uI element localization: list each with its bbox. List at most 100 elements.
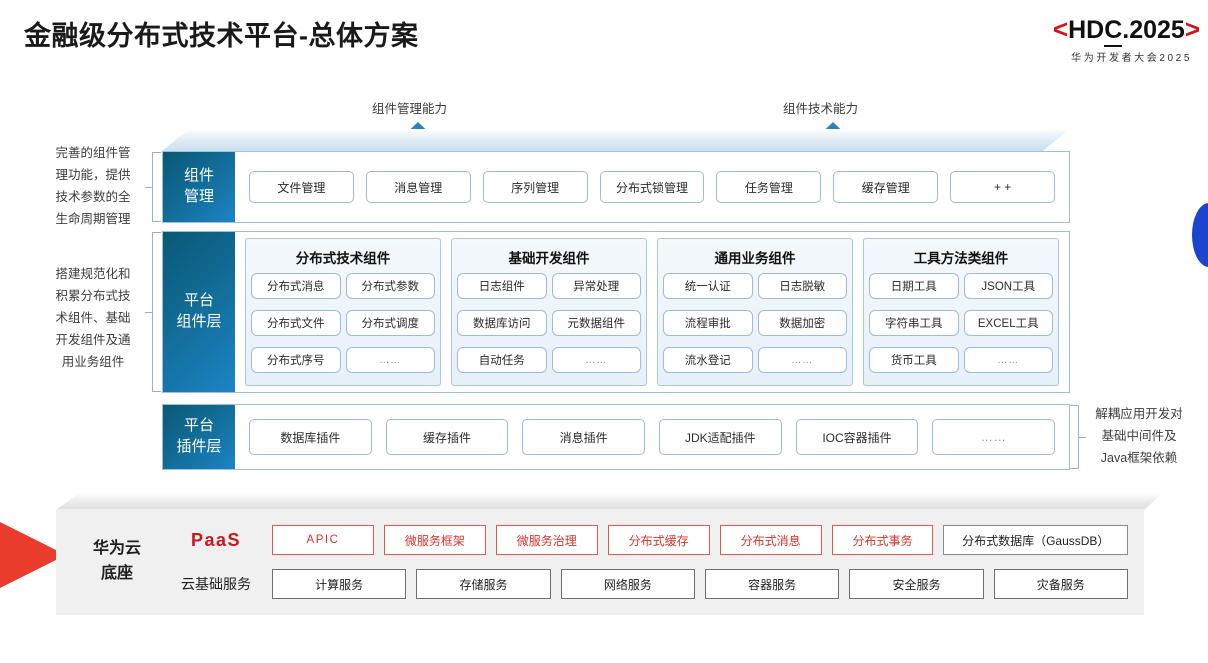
chip-add-more[interactable]: + + <box>950 171 1056 203</box>
chip-basic-development-more[interactable]: …… <box>551 347 641 373</box>
side-note-right: 解耦应用开发对 基础中间件及 Java框架依赖 <box>1078 404 1200 470</box>
chip-distributed-parameter[interactable]: 分布式参数 <box>345 273 435 299</box>
chip-log-desensitization[interactable]: 日志脱敏 <box>757 273 847 299</box>
row-label-line-1: 平台 <box>183 417 214 435</box>
row-label-line-2: 插件层 <box>176 438 222 455</box>
chip-log-component[interactable]: 日志组件 <box>457 273 547 299</box>
bracket-left-bottom-tick <box>145 312 152 313</box>
chip-tool-method-more[interactable]: …… <box>963 347 1053 373</box>
chip-cache-plugin[interactable]: 缓存插件 <box>385 419 509 455</box>
chip-common-business-more[interactable]: …… <box>757 347 847 373</box>
chip-message-management[interactable]: 消息管理 <box>365 171 471 203</box>
cbox-disaster-recovery-service[interactable]: 灾备服务 <box>993 569 1128 599</box>
cloud-base-label: 华为云 底座 <box>74 523 160 601</box>
side-note-left-top: 完善的组件管 理功能，提供 技术参数的全 生命周期管理 <box>38 143 148 231</box>
cbox-apic[interactable]: APIC <box>272 525 374 555</box>
group-grid-tool-method: 日期工具 JSON工具 字符串工具 EXCEL工具 货币工具 …… <box>869 273 1053 380</box>
side-note-right-line-1: 解耦应用开发对 <box>1095 407 1183 421</box>
cbox-distributed-message[interactable]: 分布式消息 <box>719 525 822 555</box>
cbox-distributed-cache[interactable]: 分布式缓存 <box>607 525 710 555</box>
cloud-row-paas: PaaS APIC 微服务框架 微服务治理 分布式缓存 分布式消息 分布式事务 … <box>160 523 1129 557</box>
chip-transaction-registration[interactable]: 流水登记 <box>663 347 753 373</box>
chip-ioc-container-plugin[interactable]: IOC容器插件 <box>795 419 919 455</box>
side-note-left-bottom-line-3: 术组件、基础 <box>55 310 131 325</box>
cbox-microservice-framework[interactable]: 微服务框架 <box>383 525 486 555</box>
group-basic-development-components: 基础开发组件 日志组件 异常处理 数据库访问 元数据组件 自动任务 …… <box>451 238 647 386</box>
cbox-distributed-transaction[interactable]: 分布式事务 <box>831 525 934 555</box>
cbox-security-service[interactable]: 安全服务 <box>849 569 984 599</box>
bracket-right <box>1070 405 1079 469</box>
cloud-base-label-line-2: 底座 <box>100 565 133 582</box>
side-note-left-bottom-line-4: 开发组件及通 <box>55 332 131 347</box>
chip-unified-authentication[interactable]: 统一认证 <box>663 273 753 299</box>
group-title-common-business: 通用业务组件 <box>714 251 796 266</box>
cbox-storage-service[interactable]: 存储服务 <box>416 569 551 599</box>
chip-task-management[interactable]: 任务管理 <box>716 171 822 203</box>
cloud-items-paas: APIC 微服务框架 微服务治理 分布式缓存 分布式消息 分布式事务 分布式数据… <box>272 525 1129 555</box>
bracket-right-tick <box>1079 437 1086 438</box>
side-note-right-line-3: Java框架依赖 <box>1100 450 1178 465</box>
group-common-business-components: 通用业务组件 统一认证 日志脱敏 流程审批 数据加密 流水登记 …… <box>657 238 853 386</box>
chip-data-encryption[interactable]: 数据加密 <box>757 310 847 336</box>
side-note-left-top-line-1: 完善的组件管 <box>55 146 131 160</box>
chip-distributed-tech-more[interactable]: …… <box>345 347 435 373</box>
row-body-platform-component-layer: 分布式技术组件 分布式消息 分布式参数 分布式文件 分布式调度 分布式序号 ……… <box>235 232 1069 392</box>
row-platform-plugin-layer: 平台 插件层 数据库插件 缓存插件 消息插件 JDK适配插件 IOC容器插件 …… <box>162 404 1070 470</box>
hdc-logo: <HDC.2025> 华为开发者大会2025 <box>1053 14 1200 64</box>
chip-database-plugin[interactable]: 数据库插件 <box>249 419 372 455</box>
page-title: 金融级分布式技术平台-总体方案 <box>24 21 419 51</box>
side-note-right-line-2: 基础中间件及 <box>1101 428 1177 443</box>
chip-distributed-serial-number[interactable]: 分布式序号 <box>251 347 341 373</box>
chip-distributed-scheduling[interactable]: 分布式调度 <box>345 310 435 336</box>
chip-message-plugin[interactable]: 消息插件 <box>522 419 646 455</box>
hdc-logo-subtitle: 华为开发者大会2025 <box>1071 53 1192 64</box>
cloud-rowlabel-paas: PaaS <box>190 529 242 550</box>
chip-plugin-more[interactable]: …… <box>932 419 1056 455</box>
side-note-left-top-line-4: 生命周期管理 <box>55 211 131 226</box>
cbox-distributed-database-gaussdb[interactable]: 分布式数据库（GaussDB） <box>943 525 1129 555</box>
chip-exception-handling[interactable]: 异常处理 <box>551 273 641 299</box>
chip-distributed-lock-management[interactable]: 分布式锁管理 <box>599 171 705 203</box>
group-distributed-tech-components: 分布式技术组件 分布式消息 分布式参数 分布式文件 分布式调度 分布式序号 …… <box>245 238 441 386</box>
side-note-left-bottom-line-1: 搭建规范化和 <box>55 267 131 281</box>
group-tool-method-components: 工具方法类组件 日期工具 JSON工具 字符串工具 EXCEL工具 货币工具 …… <box>863 238 1059 386</box>
group-title-basic-development: 基础开发组件 <box>508 251 590 266</box>
cbox-compute-service[interactable]: 计算服务 <box>272 569 407 599</box>
arrow-label-component-management: 组件管理能力 <box>372 102 448 116</box>
group-title-distributed-tech: 分布式技术组件 <box>295 251 391 266</box>
chip-database-access[interactable]: 数据库访问 <box>457 310 547 336</box>
arrow-label-component-technology: 组件技术能力 <box>783 102 859 116</box>
chip-currency-tool[interactable]: 货币工具 <box>869 347 959 373</box>
cloud-rowlabel-basic-services: 云基础服务 <box>181 576 251 592</box>
cbox-microservice-governance[interactable]: 微服务治理 <box>495 525 598 555</box>
row-label-line-2: 组件层 <box>176 313 222 330</box>
chip-distributed-message[interactable]: 分布式消息 <box>251 273 341 299</box>
cbox-network-service[interactable]: 网络服务 <box>560 569 695 599</box>
cloud-base-rows: PaaS APIC 微服务框架 微服务治理 分布式缓存 分布式消息 分布式事务 … <box>160 523 1129 601</box>
bracket-left-top-tick <box>145 187 152 188</box>
logo-main-b: .2025 <box>1122 16 1185 44</box>
row-label-platform-component-layer: 平台 组件层 <box>163 232 235 392</box>
chip-date-tool[interactable]: 日期工具 <box>869 273 959 299</box>
side-note-left-top-line-2: 理功能，提供 <box>55 167 131 182</box>
chip-string-tool[interactable]: 字符串工具 <box>869 310 959 336</box>
cloud-items-basic-services: 计算服务 存储服务 网络服务 容器服务 安全服务 灾备服务 <box>272 569 1128 599</box>
chip-sequence-management[interactable]: 序列管理 <box>482 171 588 203</box>
chip-cache-management[interactable]: 缓存管理 <box>833 171 939 203</box>
chip-json-tool[interactable]: JSON工具 <box>963 273 1053 299</box>
chip-metadata-component[interactable]: 元数据组件 <box>551 310 641 336</box>
chip-distributed-file[interactable]: 分布式文件 <box>251 310 341 336</box>
row-platform-component-layer: 平台 组件层 分布式技术组件 分布式消息 分布式参数 分布式文件 分布式调度 分… <box>162 231 1070 393</box>
row-label-line-2: 管理 <box>183 188 214 205</box>
chip-excel-tool[interactable]: EXCEL工具 <box>963 310 1053 336</box>
logo-main-c: C <box>1104 16 1123 47</box>
side-note-left-top-line-3: 技术参数的全 <box>55 189 131 204</box>
chip-automatic-task[interactable]: 自动任务 <box>457 347 547 373</box>
chip-file-management[interactable]: 文件管理 <box>249 171 354 203</box>
cbox-container-service[interactable]: 容器服务 <box>704 569 840 599</box>
chip-process-approval[interactable]: 流程审批 <box>663 310 753 336</box>
row-body-platform-plugin-layer: 数据库插件 缓存插件 消息插件 JDK适配插件 IOC容器插件 …… <box>235 405 1069 469</box>
cloud-base-panel: 华为云 底座 PaaS APIC 微服务框架 微服务治理 分布式缓存 分布式消息… <box>56 509 1144 615</box>
chip-jdk-adaptation-plugin[interactable]: JDK适配插件 <box>659 419 782 455</box>
